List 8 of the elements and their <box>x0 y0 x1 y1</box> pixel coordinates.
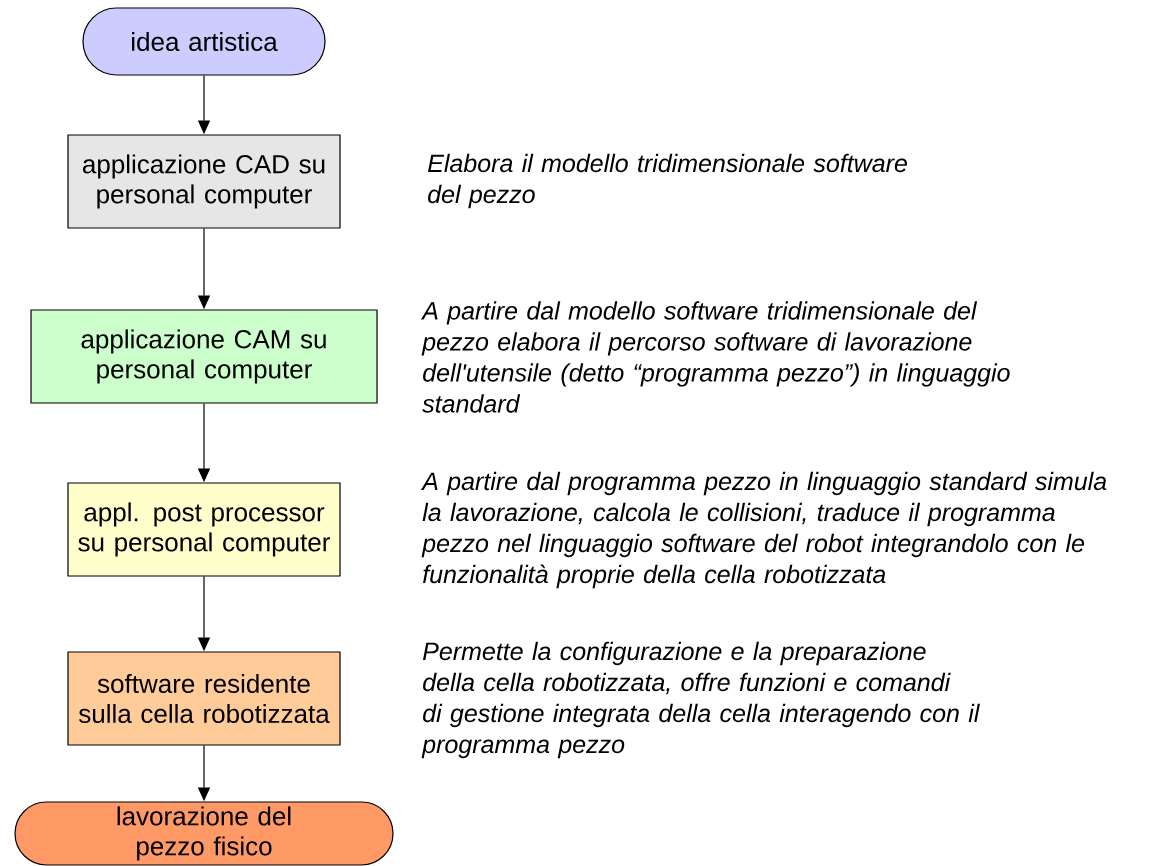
description-text: A partire dal modello software tridimensionale del pezzo elabora il percorso software di lavorazione dell'utensile (detto “programma pezzo”) in linguaggio standard <box>420 301 1010 413</box>
description-text: Permette la configurazione e la preparazione della cella robotizzata, offre funzioni e comandi di gestione integrata della cella interagendo con il programma pezzo <box>421 641 980 759</box>
process-box: appl. post processor su personal computer <box>67 482 341 577</box>
description-text: Elabora il modello tridimensionale software del pezzo <box>428 153 907 209</box>
process-box: applicazione CAD su personal computer <box>67 134 341 229</box>
description-text: A partire dal programma pezzo in linguaggio standard simula la lavorazione, calcola le collisioni, traduce il programma pezzo nel linguaggio software del robot integrandolo con le funzionalità proprie della cella robotizzata <box>420 471 1107 589</box>
process-box: software residente sulla cella robotizzata <box>67 651 341 746</box>
process-box: applicazione CAM su personal computer <box>30 309 378 404</box>
